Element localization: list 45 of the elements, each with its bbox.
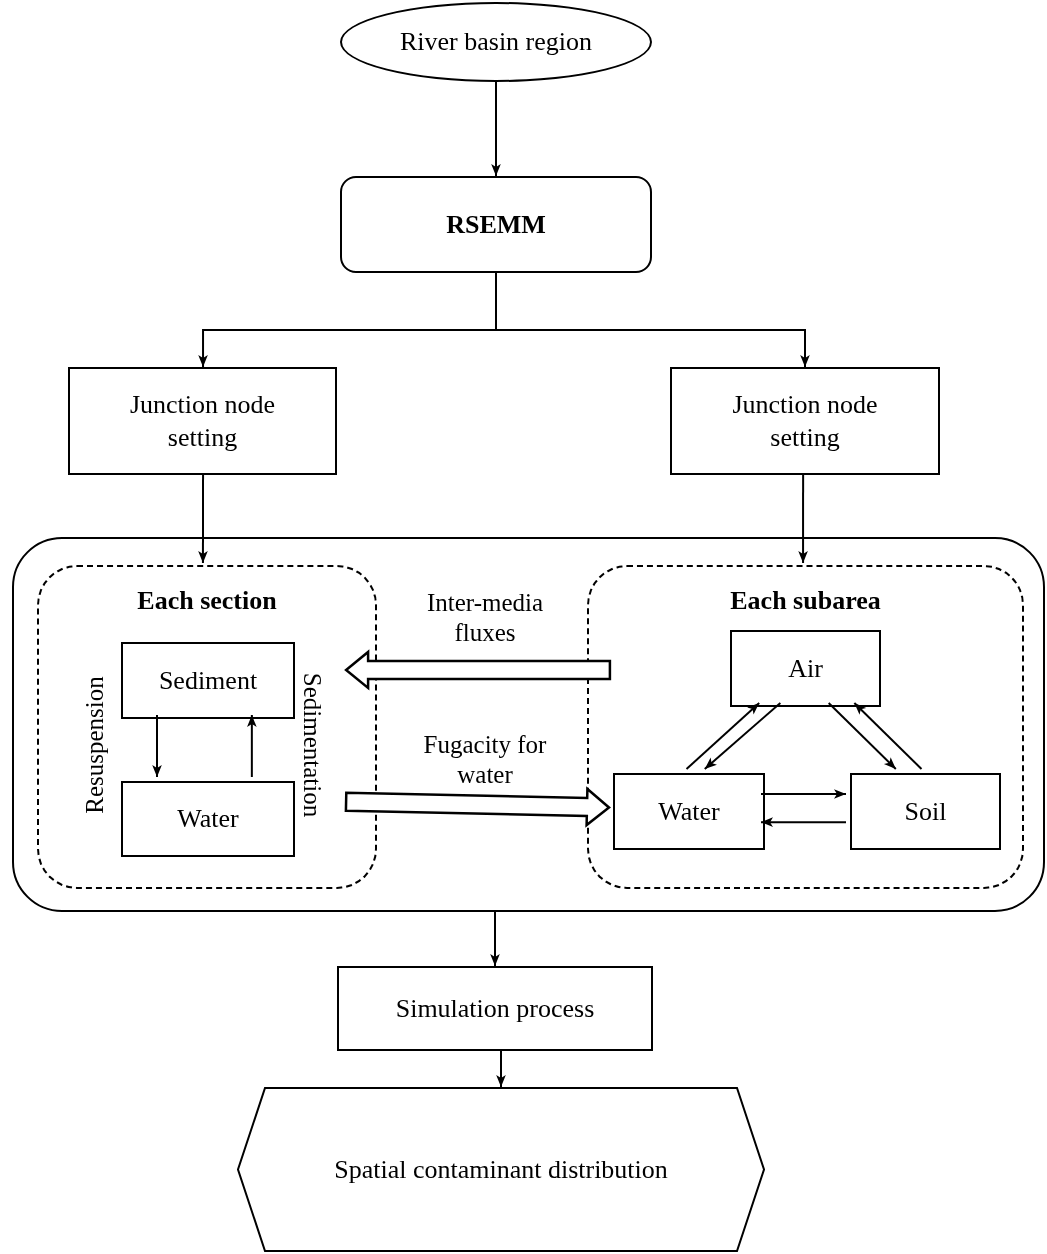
node-label: Air bbox=[787, 652, 824, 685]
group-box bbox=[587, 565, 1024, 889]
process-box bbox=[730, 630, 881, 707]
process-box bbox=[121, 642, 295, 719]
process-box bbox=[340, 176, 652, 273]
node-label: RSEMM bbox=[445, 208, 547, 241]
process-box bbox=[670, 367, 940, 475]
node-label: Junction node setting bbox=[731, 388, 879, 453]
process-box bbox=[850, 773, 1001, 850]
arrow bbox=[798, 474, 808, 564]
node-label: Junction node setting bbox=[128, 388, 277, 453]
arrow bbox=[760, 789, 847, 799]
edge-label: Inter-media fluxes bbox=[425, 588, 545, 648]
node-label: Sediment bbox=[157, 664, 259, 697]
model-frame bbox=[12, 537, 1045, 912]
block-arrow bbox=[344, 786, 611, 828]
arrow bbox=[703, 702, 782, 770]
node-label: Soil bbox=[903, 795, 948, 828]
arrow bbox=[760, 817, 847, 827]
edge-label: Sedimentation bbox=[298, 672, 327, 818]
group-heading: Each subarea bbox=[729, 585, 882, 617]
process-box bbox=[613, 773, 765, 850]
node-label: Water bbox=[657, 795, 721, 828]
edge-label: Resuspension bbox=[80, 676, 109, 814]
node-label: Simulation process bbox=[394, 992, 596, 1025]
node-label: Spatial contaminant distribution bbox=[333, 1153, 669, 1186]
arrow bbox=[827, 702, 897, 770]
group-heading: Each section bbox=[136, 585, 278, 617]
edge-label: Fugacity for water bbox=[422, 730, 548, 790]
node-label: Water bbox=[176, 802, 240, 835]
arrow bbox=[491, 81, 501, 177]
arrow bbox=[685, 702, 761, 770]
node-label: River basin region bbox=[398, 25, 594, 58]
arrow bbox=[152, 714, 162, 778]
group-box bbox=[37, 565, 377, 889]
process-box bbox=[68, 367, 337, 475]
arrow bbox=[496, 1050, 506, 1088]
process-box bbox=[337, 966, 653, 1051]
arrow bbox=[853, 702, 923, 770]
output-hexagon bbox=[237, 1087, 765, 1252]
arrow bbox=[490, 911, 500, 967]
arrow bbox=[247, 714, 257, 778]
process-box bbox=[121, 781, 295, 857]
arrow bbox=[198, 474, 208, 564]
block-arrow bbox=[344, 649, 612, 691]
